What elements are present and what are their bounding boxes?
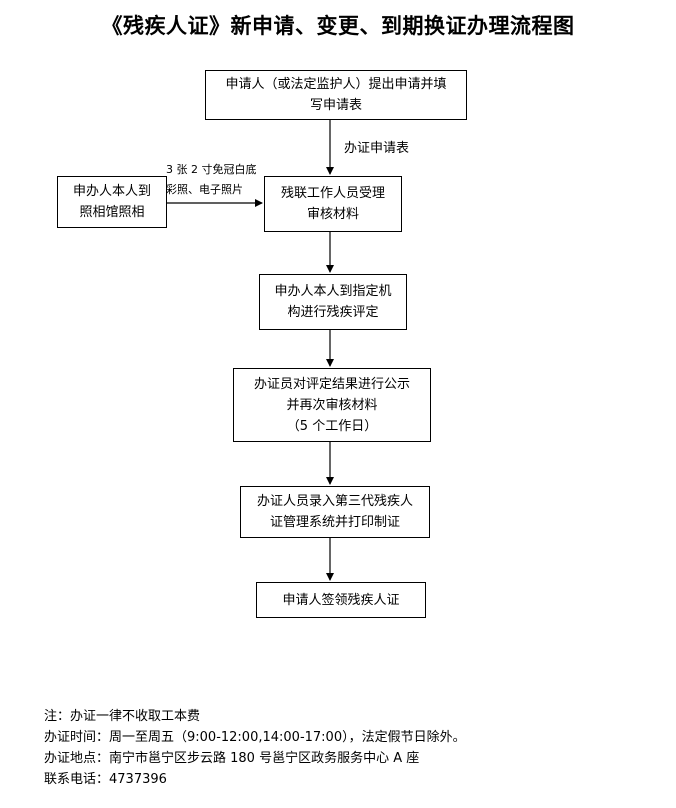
step-apply-box: 申请人（或法定监护人）提出申请并填 写申请表 bbox=[205, 70, 467, 120]
step-publicize-line-2: 并再次审核材料 bbox=[286, 397, 378, 413]
step-publicize-box: 办证员对评定结果进行公示 并再次审核材料 （5 个工作日） bbox=[233, 368, 431, 442]
step-enter-line-1: 办证人员录入第三代残疾人 bbox=[256, 494, 413, 509]
step-apply-line-2: 写申请表 bbox=[309, 98, 362, 113]
step-review-line-1: 残联工作人员受理 bbox=[280, 186, 385, 201]
step-review-line-2: 审核材料 bbox=[306, 207, 359, 222]
step-enter-box: 办证人员录入第三代残疾人 证管理系统并打印制证 bbox=[240, 486, 430, 538]
label-photo-requirement: 3 张 2 寸免冠白底 彩照、电子照片 bbox=[166, 160, 257, 200]
note-fee: 注：办证一律不收取工本费 bbox=[44, 709, 201, 724]
note-phone: 联系电话：4737396 bbox=[44, 772, 167, 787]
label-application-form: 办证申请表 bbox=[344, 141, 410, 156]
step-collect-line: 申请人签领残疾人证 bbox=[282, 592, 400, 608]
note-hours: 办证时间：周一至周五（9:00-12:00,14:00-17:00），法定假节日… bbox=[44, 730, 466, 745]
step-collect-box: 申请人签领残疾人证 bbox=[256, 582, 426, 618]
step-apply-line-1: 申请人（或法定监护人）提出申请并填 bbox=[225, 77, 447, 92]
step-publicize-line-1: 办证员对评定结果进行公示 bbox=[253, 376, 410, 392]
label-photo-line-1: 3 张 2 寸免冠白底 bbox=[166, 163, 257, 176]
step-assess-box: 申办人本人到指定机 构进行残疾评定 bbox=[259, 274, 407, 330]
step-assess-line-2: 构进行残疾评定 bbox=[287, 305, 379, 320]
note-address: 办证地点：南宁市邕宁区步云路 180 号邕宁区政务服务中心 A 座 bbox=[44, 751, 420, 766]
step-photo-line-1: 申办人本人到 bbox=[72, 184, 151, 199]
step-photo-line-2: 照相馆照相 bbox=[79, 205, 145, 220]
notes-section: 注：办证一律不收取工本费 办证时间：周一至周五（9:00-12:00,14:00… bbox=[44, 706, 466, 790]
step-assess-line-1: 申办人本人到指定机 bbox=[274, 284, 392, 299]
step-enter-line-2: 证管理系统并打印制证 bbox=[269, 515, 400, 530]
step-photo-box: 申办人本人到 照相馆照相 bbox=[57, 176, 167, 228]
label-photo-line-2: 彩照、电子照片 bbox=[166, 183, 243, 196]
step-publicize-line-3: （5 个工作日） bbox=[286, 418, 378, 434]
page-title: 《残疾人证》新申请、变更、到期换证办理流程图 bbox=[101, 13, 575, 38]
step-review-box: 残联工作人员受理 审核材料 bbox=[264, 176, 402, 232]
